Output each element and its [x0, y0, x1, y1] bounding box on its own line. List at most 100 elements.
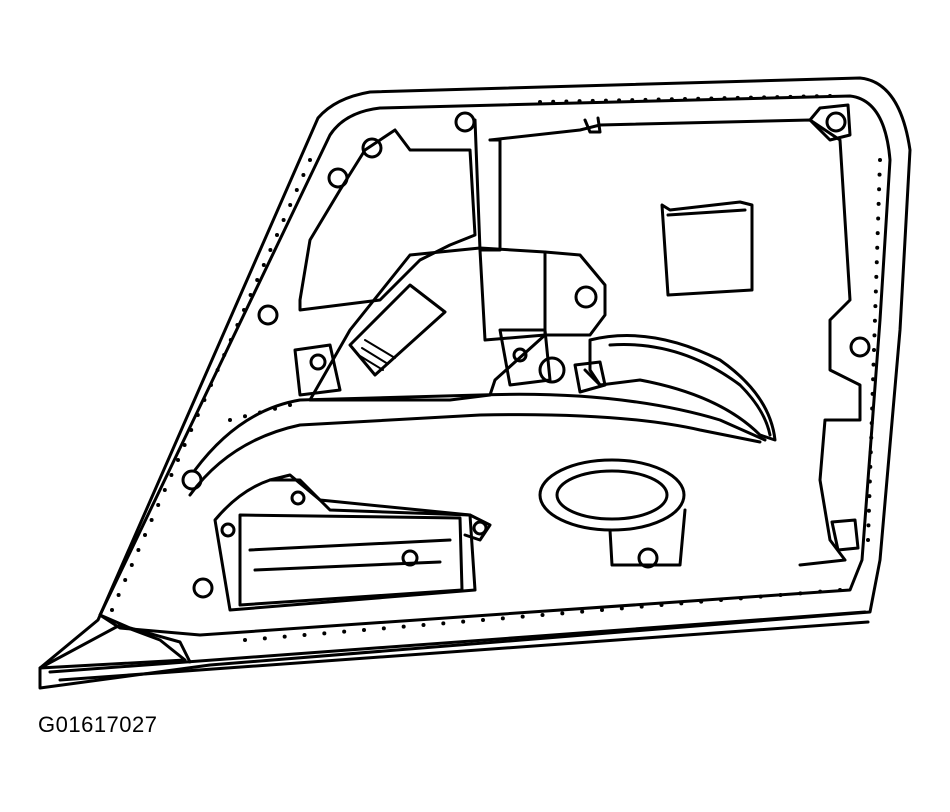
frame-hole [381, 626, 386, 631]
frame-hole [873, 304, 878, 309]
frame-hole [242, 308, 246, 312]
frame-hole [282, 634, 287, 639]
frame-hole [603, 98, 608, 103]
frame-hole [758, 594, 763, 599]
frame-hole [209, 383, 213, 387]
fastener-bracket [309, 353, 327, 371]
corner-mount-upper-right [808, 103, 852, 142]
frame-hole [873, 289, 878, 294]
frame-hole [872, 348, 876, 352]
armrest-band-top [193, 392, 767, 472]
frame-hole [876, 201, 881, 206]
frame-hole [738, 596, 743, 601]
frame-hole [683, 97, 687, 101]
frame-hole [189, 428, 194, 432]
frame-hole [874, 274, 879, 279]
frame-hole [869, 421, 874, 426]
fastener-arm [512, 347, 528, 363]
frame-hole [869, 435, 874, 440]
frame-hole [222, 353, 227, 357]
frame-hole [129, 563, 134, 567]
frame-hole [202, 398, 207, 402]
motor-housing [308, 246, 607, 402]
frame-hole [788, 94, 793, 99]
frame-hole [877, 172, 882, 177]
fastener-left-2 [257, 304, 279, 326]
frame-hole [659, 603, 664, 607]
fastener-left-3 [181, 469, 203, 491]
frame-hole [110, 608, 114, 612]
frame-hole [870, 406, 875, 411]
frame-hole [182, 443, 187, 447]
motor-bracket-left [293, 343, 342, 397]
frame-hole [500, 616, 505, 621]
pull-cup-mount [608, 508, 687, 567]
frame-hole [580, 609, 585, 614]
frame-hole [643, 97, 648, 102]
frame-hole [801, 94, 806, 99]
frame-hole [874, 260, 879, 265]
frame-hole [722, 96, 727, 101]
fastener-link-right [472, 520, 488, 536]
frame-hole [735, 95, 740, 100]
lower-arm-link [268, 473, 492, 542]
frame-hole [195, 413, 200, 417]
frame-hole [401, 624, 406, 629]
corner-mount-lower-right [830, 518, 860, 552]
frame-hole [639, 604, 644, 609]
frame-hole [696, 96, 701, 101]
frame-hole [709, 96, 714, 101]
frame-hole [551, 99, 556, 104]
armrest-band-bottom [188, 413, 762, 497]
frame-hole [149, 518, 154, 522]
frame-hole [838, 588, 842, 592]
frame-hole [538, 100, 542, 104]
frame-hole [228, 338, 233, 342]
inner-handle [588, 334, 777, 442]
fastener-left-1 [327, 167, 349, 189]
regulator-upper-panel [488, 118, 862, 567]
bottom-corner-bracket [38, 623, 187, 670]
frame-hole [540, 613, 545, 617]
figure-id: G01617027 [38, 712, 158, 737]
frame-hole [262, 636, 267, 641]
upper-left-cutout [298, 128, 477, 312]
panel-outer-outline [38, 76, 912, 690]
frame-hole [818, 589, 823, 594]
fastener-upper-left [361, 137, 383, 159]
frame-hole [261, 263, 266, 267]
frame-hole [169, 473, 174, 477]
frame-hole [302, 633, 307, 637]
frame-hole [273, 406, 277, 411]
frame-hole [778, 593, 783, 597]
frame-hole [617, 98, 622, 103]
frame-hole [162, 488, 167, 492]
lower-pocket-outline [213, 478, 477, 612]
frame-hole [719, 598, 723, 602]
frame-hole [679, 601, 684, 606]
frame-hole [868, 464, 873, 469]
fastener-link [290, 490, 306, 506]
frame-hole [871, 362, 876, 367]
frame-hole [577, 99, 582, 104]
pull-cup-inner [555, 469, 669, 521]
fastener-left-4 [192, 577, 214, 599]
fastener-handle [538, 356, 566, 384]
frame-hole [268, 248, 273, 252]
frame-hole [560, 611, 565, 616]
frame-hole [870, 391, 875, 396]
pin-top [583, 116, 602, 134]
frame-hole [775, 95, 780, 100]
panel-inner-outline [98, 94, 892, 637]
lower-pocket-inner [238, 513, 464, 607]
fastener-top-center [454, 111, 476, 133]
frame-hole [136, 548, 141, 552]
frame-hole [421, 623, 426, 627]
frame-hole [248, 293, 253, 297]
frame-hole [877, 187, 882, 192]
handle-linkage [573, 360, 607, 394]
frame-hole-dots [110, 94, 882, 642]
frame-hole [828, 94, 832, 98]
frame-hole [176, 458, 180, 462]
